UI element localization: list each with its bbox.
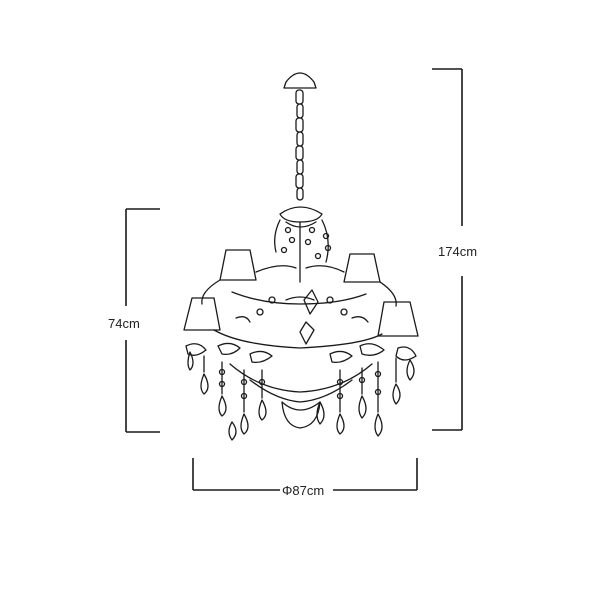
arm-ring [213,329,383,349]
body-height-label: 74cm [108,316,140,331]
hanging-crystals [187,351,415,441]
shade-upper-left [219,249,257,281]
crystal-strands [203,355,397,413]
shade-mid-left [183,297,221,331]
crown-top [279,206,323,223]
diameter-label: Φ87cm [282,483,324,498]
dimension-diameter [192,458,418,491]
total-height-label: 174cm [438,244,477,259]
shade-upper-right [343,253,381,283]
dimension-body-height [125,208,160,433]
chandelier-outline [183,72,419,441]
hanging-chain [295,89,304,201]
dimension-total-height [432,68,463,431]
ceiling-canopy [283,72,317,89]
shade-mid-right [377,301,419,337]
